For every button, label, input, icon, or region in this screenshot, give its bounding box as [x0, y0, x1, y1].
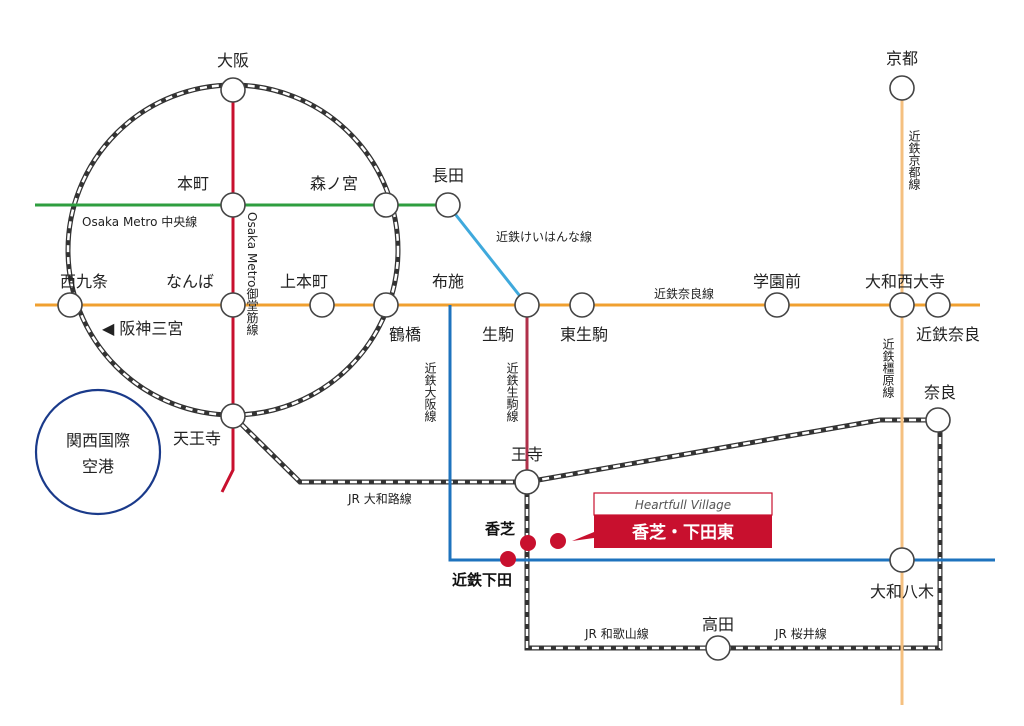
label-keihanna-line: 近鉄けいはんな線 [496, 229, 592, 244]
label-midosuji-line: Osaka Metro御堂筋線 [245, 212, 259, 335]
label-morinomiya: 森ノ宮 [310, 174, 358, 193]
station-oji[interactable] [514, 469, 540, 495]
station-namba[interactable] [220, 292, 246, 318]
label-tsuruhashi: 鶴橋 [389, 325, 421, 344]
station-kyoto[interactable] [889, 75, 915, 101]
station-higashi-ikoma[interactable] [569, 292, 595, 318]
label-higashi-ikoma: 東生駒 [560, 325, 608, 344]
property-brand: Heartfull Village [635, 498, 731, 512]
airport-circle [34, 388, 162, 516]
label-uehonmachi: 上本町 [280, 272, 328, 291]
airport-label-1: 関西国際 [66, 431, 130, 450]
kansai-airport[interactable]: 関西国際 空港 [34, 388, 162, 516]
station-nishikujo[interactable] [57, 292, 83, 318]
property-callout[interactable]: Heartfull Village 香芝・下田東 [572, 492, 773, 548]
label-nara-line: 近鉄奈良線 [654, 286, 714, 301]
label-kintetsu-shimoda: 近鉄下田 [452, 571, 512, 589]
station-osaka[interactable] [220, 77, 246, 103]
label-jr-yamatoji: JR 大和路線 [347, 491, 412, 506]
kintetsu-osaka-line [448, 305, 995, 562]
label-kashiba: 香芝 [485, 520, 515, 538]
station-gakuenmae[interactable] [764, 292, 790, 318]
label-kyoto-line: 近鉄京都線 [907, 130, 921, 190]
station-morinomiya[interactable] [373, 192, 399, 218]
station-uehonmachi[interactable] [309, 292, 335, 318]
label-jr-sakurai: JR 桜井線 [774, 626, 827, 641]
label-nagata: 長田 [432, 166, 464, 185]
label-namba: なんば [166, 272, 214, 291]
label-kyoto: 京都 [886, 49, 918, 68]
label-kintetsu-nara: 近鉄奈良 [916, 325, 980, 344]
label-osaka: 大阪 [217, 51, 249, 70]
property-location-marker[interactable] [550, 533, 566, 549]
property-name: 香芝・下田東 [632, 522, 734, 543]
property-name-box [572, 515, 772, 548]
station-tennoji[interactable] [220, 403, 246, 429]
station-kashiba[interactable] [520, 535, 536, 551]
station-labels: 大阪 本町 森ノ宮 長田 西九条 なんば 上本町 布施 鶴橋 生駒 東生駒 学園… [60, 49, 980, 634]
stations [57, 75, 951, 661]
label-hanshin-sannomiya: ◀ 阪神三宮 [102, 319, 183, 338]
keihanna-line [446, 204, 529, 306]
label-honmachi: 本町 [177, 174, 209, 193]
label-chuo-line: Osaka Metro 中央線 [82, 214, 197, 229]
station-yamato-saidaiji[interactable] [889, 292, 915, 318]
label-nishikujo: 西九条 [60, 272, 108, 291]
label-tennoji: 天王寺 [173, 429, 221, 448]
label-jr-wakayama: JR 和歌山線 [584, 626, 649, 641]
line-labels: Osaka Metro 中央線 Osaka Metro御堂筋線 近鉄けいはんな線… [82, 130, 921, 641]
label-osaka-line: 近鉄大阪線 [423, 362, 437, 422]
airport-label-2: 空港 [82, 457, 114, 476]
jr-dashed-routes [231, 414, 943, 651]
label-ikoma: 生駒 [482, 325, 514, 344]
label-oji: 王寺 [511, 445, 543, 464]
station-kintetsu-shimoda[interactable] [500, 551, 516, 567]
station-nagata[interactable] [435, 192, 461, 218]
station-takada[interactable] [705, 635, 731, 661]
label-fuse: 布施 [432, 272, 464, 291]
label-gakuenmae: 学園前 [753, 272, 801, 291]
midosuji-line [220, 90, 235, 493]
label-kashihara-line: 近鉄橿原線 [881, 338, 895, 398]
label-yamato-yagi: 大和八木 [870, 582, 934, 601]
jr-osaka-loop-line-dash [66, 83, 400, 417]
station-ikoma[interactable] [514, 292, 540, 318]
label-yamato-saidaiji: 大和西大寺 [865, 272, 945, 291]
station-kintetsu-nara[interactable] [925, 292, 951, 318]
label-takada: 高田 [702, 615, 734, 634]
station-honmachi[interactable] [220, 192, 246, 218]
label-nara: 奈良 [924, 383, 956, 402]
station-tsuruhashi[interactable] [373, 292, 399, 318]
label-ikoma-line: 近鉄生駒線 [505, 362, 519, 422]
station-nara[interactable] [925, 407, 951, 433]
station-yamato-yagi[interactable] [889, 547, 915, 573]
